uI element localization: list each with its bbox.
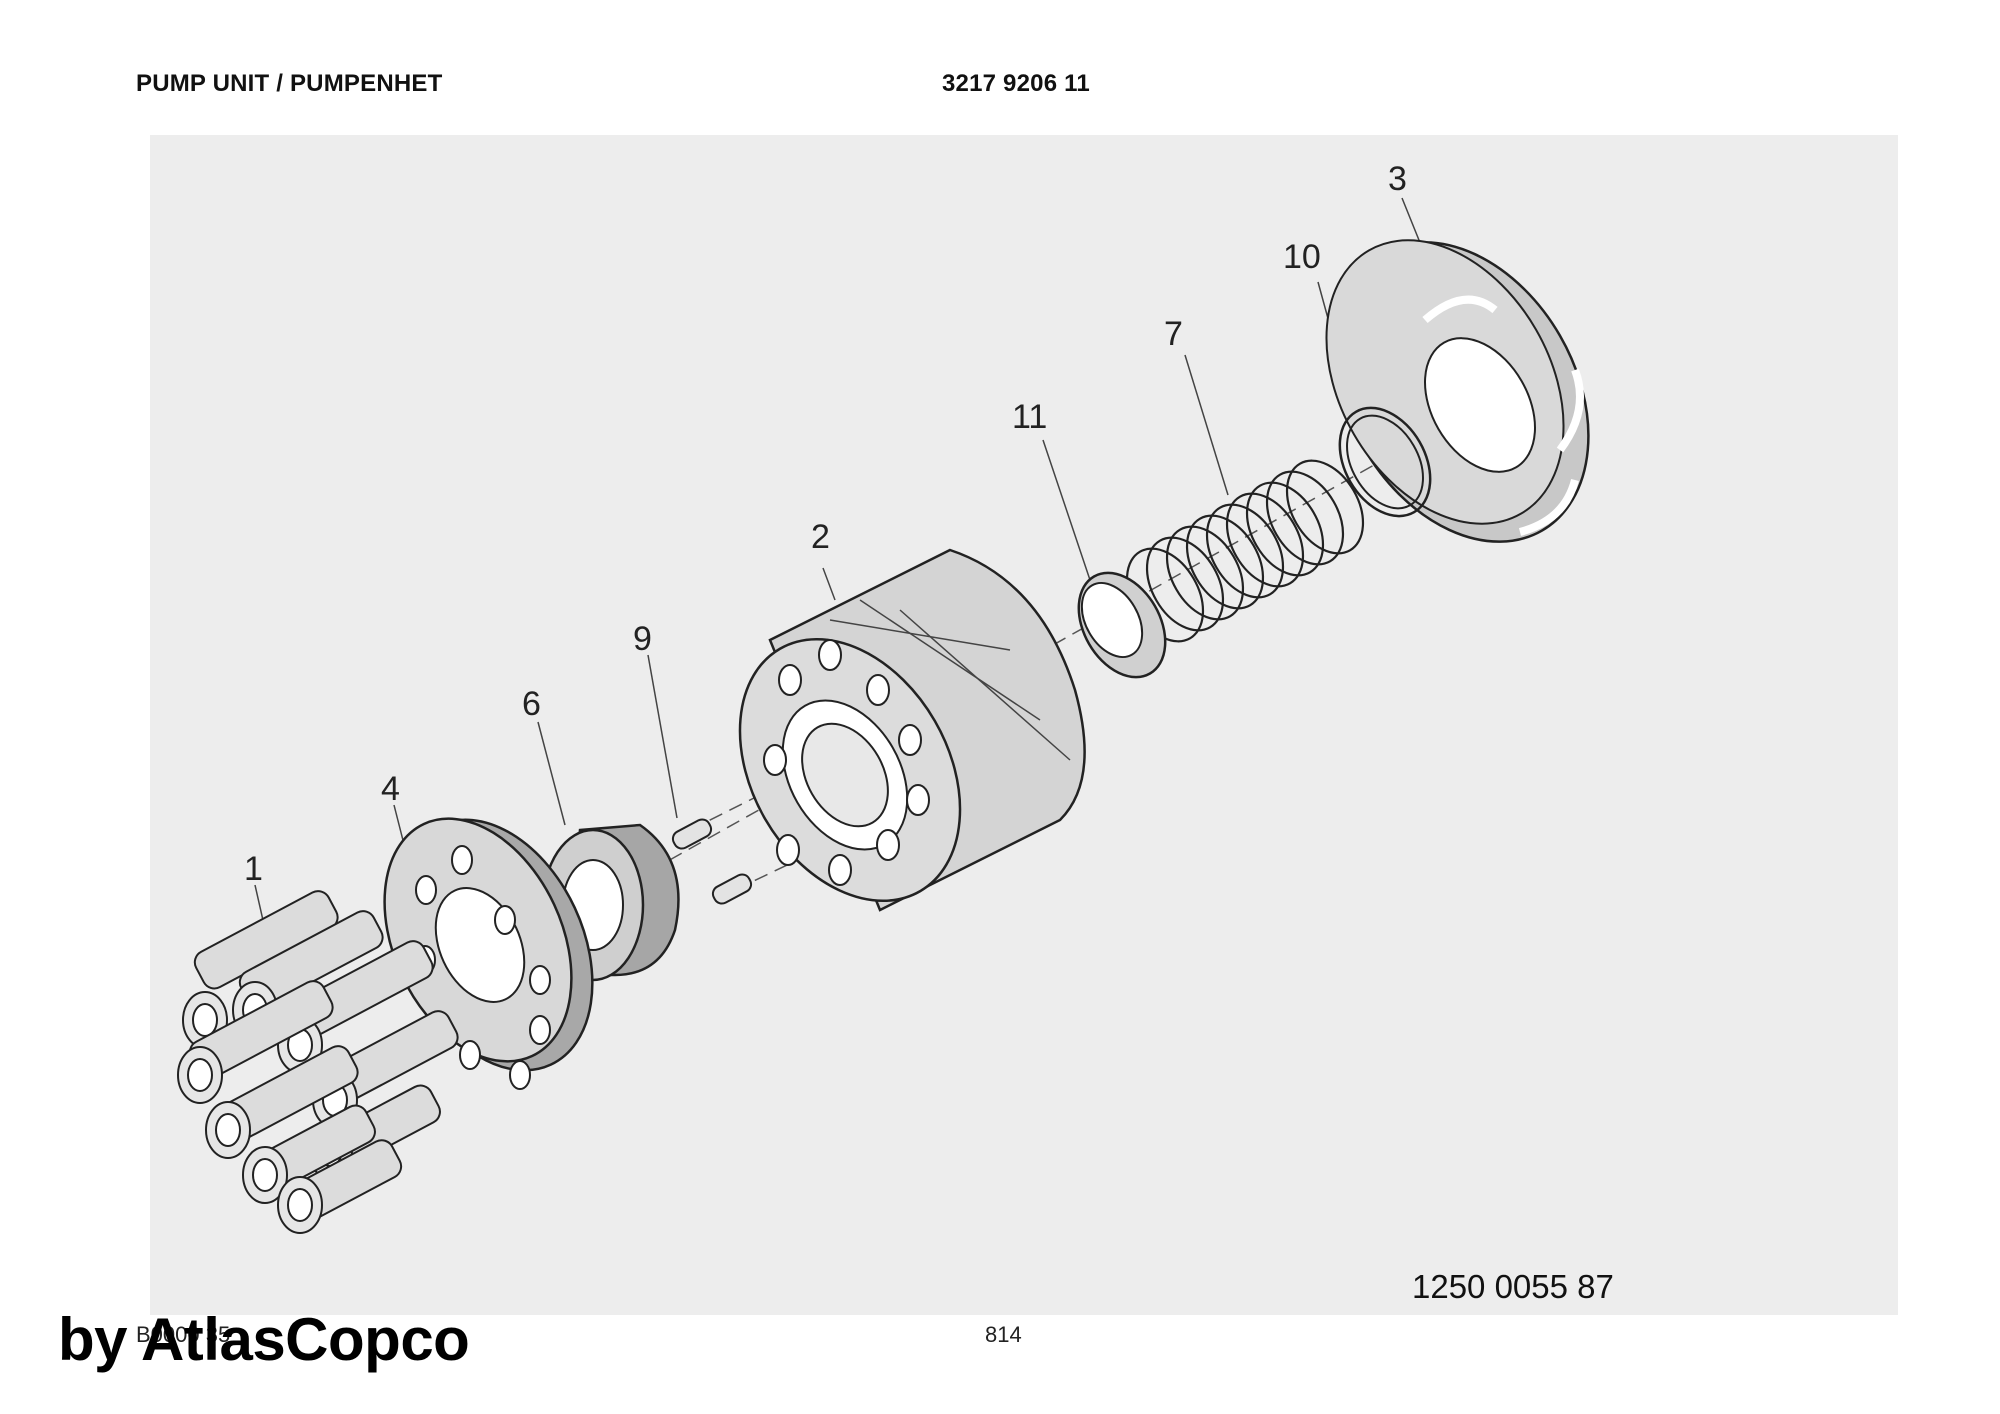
callout-1: 1 [244,850,263,888]
leader-line-6 [537,721,566,826]
spherical-guide-part-6 [541,823,680,982]
callout-3: 3 [1388,160,1407,198]
assembly-part-number: 3217 9206 11 [942,70,1090,97]
drawing-number: 1250 0055 87 [1412,1268,1614,1305]
leader-line-9 [647,654,678,819]
ring-part-11 [1077,571,1167,679]
valve-plate-part-3 [1325,239,1590,543]
callout-11: 11 [1012,398,1048,436]
leader-line-2 [822,567,836,601]
callout-4: 4 [381,770,400,808]
piston [182,890,339,1049]
cylinder-block-part-2 [738,548,1086,912]
callout-6: 6 [522,685,541,723]
callout-10: 10 [1283,238,1321,276]
piston [242,1104,376,1204]
circlip-part-10 [1338,406,1432,518]
watermark: by AtlasCopco [58,1306,470,1373]
pin-part-9-lower [711,873,753,905]
callout-9: 9 [633,620,652,658]
piston-group-part-1 [177,890,459,1234]
page-number: 814 [985,1322,1022,1347]
spring-part-7 [1125,459,1365,643]
piston [205,1045,359,1159]
page-title: PUMP UNIT / PUMPENHET [136,70,443,97]
piston [277,1139,403,1234]
leader-line-11 [1042,439,1091,581]
retainer-plate-part-4 [383,817,594,1090]
pin-part-9-upper [671,818,713,850]
callout-7: 7 [1164,315,1183,353]
callout-2: 2 [811,518,830,556]
leader-line-7 [1184,354,1229,496]
footer-code: B0000 35 [136,1322,231,1347]
piston [177,980,334,1104]
